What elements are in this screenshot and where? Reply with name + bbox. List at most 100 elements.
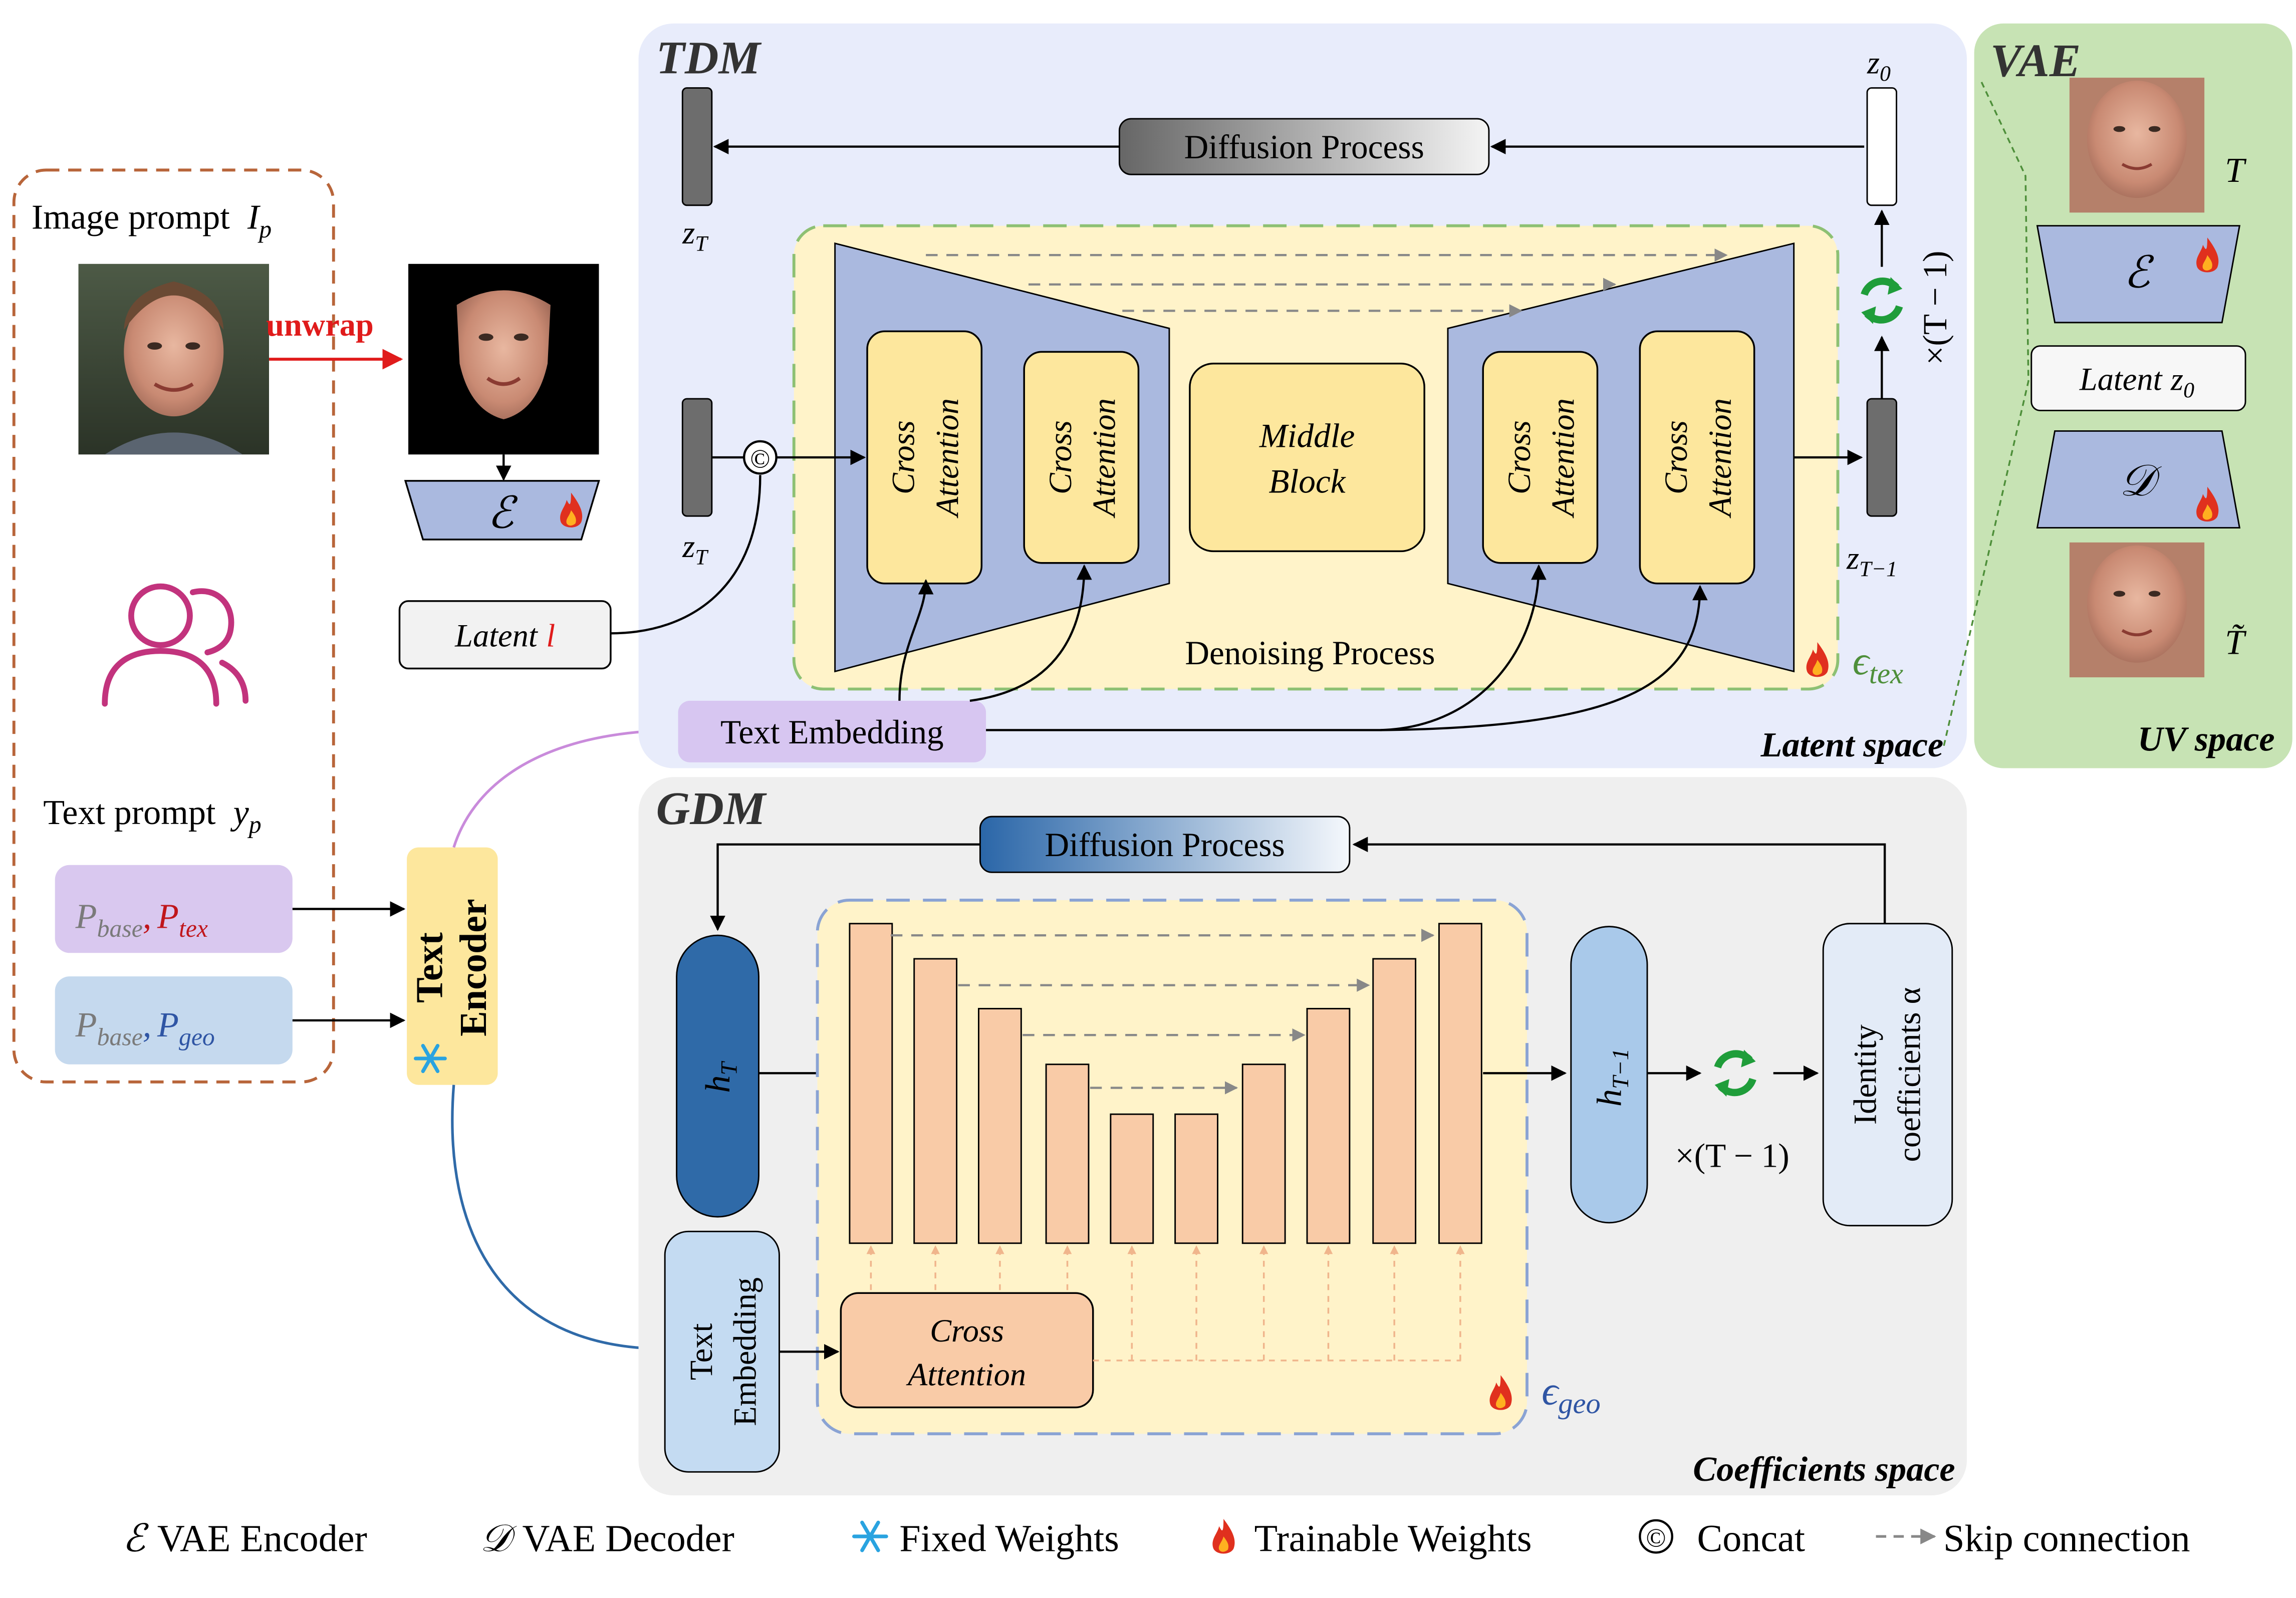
tdm-cross-attention-1: Cross Attention [866,330,983,585]
svg-text:hT: hT [698,1061,742,1093]
gdm-unet-block [1110,1113,1154,1244]
legend-fixed-weights: Fixed Weights [899,1517,1119,1559]
gdm-unet-block [1045,1063,1090,1244]
tdm-zt-input-label: zT [682,528,708,570]
gdm-text-embedding: Text Embedding [664,1230,780,1473]
svg-text:ℰ: ℰ [2124,248,2154,297]
tdm-text-embedding [678,700,986,762]
gdm-title: GDM [656,783,767,835]
vae-t-tilde-label: T̃ [2225,623,2247,662]
legend-concat: Concat [1697,1517,1805,1559]
gdm-unet-block [1241,1063,1286,1244]
flame-icon [2196,486,2219,522]
coefficients-space-label: Coefficients space [1693,1450,1955,1489]
tdm-repeat-label: ×(T − 1) [1916,251,1954,365]
gdm-unet-block [1306,1008,1351,1244]
epsilon-geo-label: ϵgeo [1542,1368,1601,1420]
flame-icon [2196,237,2219,273]
latent-space-label: Latent space [1760,725,1944,764]
gdm-cross-attention: Cross Attention [840,1292,1094,1409]
svg-text:Text Embedding: Text Embedding [720,713,944,751]
svg-text:Cross: Cross [1501,420,1537,494]
tdm-zt-top-label: zT [682,215,708,256]
flame-icon [560,492,583,527]
uv-space-label: UV space [2138,719,2275,758]
snowflake-icon [414,1043,447,1074]
recycle-icon [1861,277,1903,324]
gdm-unet-block [978,1008,1022,1244]
svg-text:Cross: Cross [1658,420,1694,494]
gdm-unet-block [1174,1113,1218,1244]
vae-encoder: ℰ [2036,225,2241,324]
uv-texture-image [2069,78,2205,213]
gdm-unet-block [913,958,958,1244]
recycle-icon [1714,1049,1756,1097]
svg-text:Text: Text [408,932,450,1003]
svg-text:Cross: Cross [1043,420,1078,494]
svg-text:Embedding: Embedding [727,1277,763,1426]
image-encoder: ℰ [404,480,600,541]
svg-text:coefficients α: coefficients α [1891,987,1927,1162]
svg-text:Attention: Attention [1546,398,1581,518]
unwrap-label: unwrap [266,307,374,343]
text-prompt-label: Text prompt yp [43,793,261,839]
gdm-unet-block [1372,958,1417,1244]
latent-l-box [398,600,612,670]
text-encoder: Text Encoder [407,847,498,1085]
vae-title: VAE [1990,35,2081,87]
gdm-unet-block [1438,923,1482,1244]
svg-text:Cross: Cross [886,420,921,494]
svg-text:Text: Text [683,1323,719,1380]
flame-icon [1806,642,1829,677]
tdm-title: TDM [656,32,762,84]
denoising-process-label: Denoising Process [1185,634,1435,672]
epsilon-tex-label: ϵtex [1853,638,1903,690]
svg-text:hT−1: hT−1 [1590,1048,1634,1107]
image-prompt-photo [78,263,269,455]
prompt-geo-label: Pbase,Pgeo [75,1005,215,1051]
encoder-to-gdm-embedding [451,1085,661,1357]
legend-trainable-weights: Trainable Weights [1254,1517,1532,1559]
tdm-zt1-label: zT−1 [1846,541,1897,582]
legend-skip-connection: Skip connection [1943,1517,2190,1559]
svg-text:Cross: Cross [930,1313,1004,1349]
snowflake-icon [852,1520,888,1552]
tdm-z0-label: z0 [1867,45,1891,86]
svg-text:Middle: Middle [1259,417,1355,455]
svg-text:Attention: Attention [906,1357,1026,1393]
svg-text:Attention: Attention [1702,398,1738,518]
svg-text:Diffusion Process: Diffusion Process [1184,128,1424,166]
prompt-geo-box [55,976,293,1064]
tdm-middle-block: Middle Block [1189,363,1425,553]
svg-text:Attention: Attention [930,398,965,518]
svg-text:Block: Block [1268,462,1346,500]
identity-coefficients: Identity coefficients α [1822,923,1953,1227]
gdm-conditioning-arrows [866,1245,1465,1362]
vae-latent-box [2030,345,2246,411]
svg-text:ℰ: ℰ [487,489,518,538]
gdm-unet-blocks [849,923,1482,1244]
vae-t-label: T [2225,151,2247,190]
encoder-to-tdm-embedding [452,722,675,848]
svg-text:Identity: Identity [1848,1024,1883,1125]
svg-text:©: © [1646,1524,1666,1553]
tdm-cross-attention-2: Cross Attention [1023,351,1140,564]
vae-decoder: 𝒟 [2036,430,2241,529]
tdm-cross-attention-3: Cross Attention [1482,351,1599,564]
flame-icon [1489,1375,1512,1410]
image-prompt-label: Image prompt Ip [32,198,272,243]
gdm-unet-block [849,923,893,1244]
concat-icon: © [743,440,778,475]
tdm-cross-attention-4: Cross Attention [1639,330,1755,585]
users-icon [102,583,249,707]
svg-text:Encoder: Encoder [452,899,494,1036]
gdm-ht1-node: hT−1 [1570,926,1648,1224]
svg-text:Attention: Attention [1087,398,1122,518]
unwrapped-face-image [408,263,599,455]
